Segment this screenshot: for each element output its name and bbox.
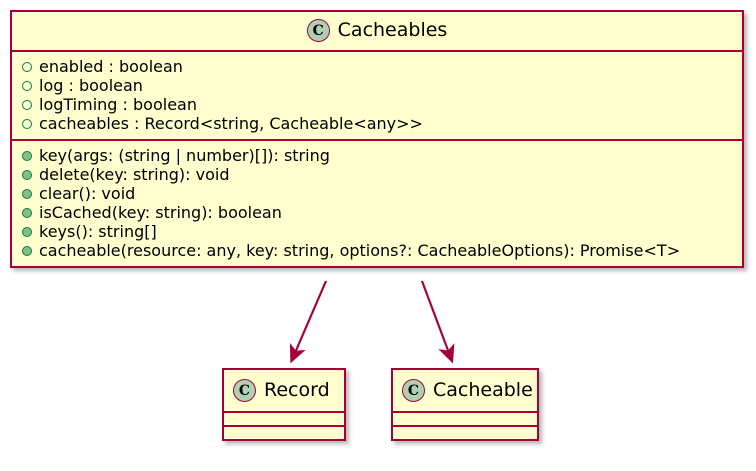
filled-circle-icon [22, 169, 32, 180]
methods-compartment-cacheables: key(args: (string | number)[]): string d… [12, 141, 742, 266]
methods-compartment-cacheable [393, 427, 537, 439]
method-row[interactable]: cacheable(resource: any, key: string, op… [12, 241, 742, 260]
methods-compartment-record [224, 427, 344, 439]
attribute-row[interactable]: logTiming : boolean [12, 95, 742, 114]
class-badge-icon: C [306, 19, 330, 42]
attributes-compartment-cacheable [393, 413, 537, 425]
method-label: cacheable(resource: any, key: string, op… [39, 241, 681, 260]
filled-circle-icon [22, 150, 32, 161]
method-label: clear(): void [39, 184, 136, 203]
compartment-divider [224, 425, 344, 427]
method-row[interactable]: clear(): void [12, 184, 742, 203]
filled-circle-icon [22, 245, 32, 256]
attribute-label: cacheables : Record<string, Cacheable<an… [39, 114, 423, 133]
class-header-cacheables: C Cacheables [12, 12, 742, 50]
class-box-record[interactable]: C Record [222, 368, 346, 441]
filled-circle-icon [22, 226, 32, 237]
class-box-cacheables[interactable]: C Cacheables enabled : boolean log : boo… [10, 10, 744, 268]
open-circle-icon [22, 80, 32, 91]
class-name-cacheable: Cacheable [433, 379, 533, 401]
open-circle-icon [22, 118, 32, 129]
attributes-compartment-cacheables: enabled : boolean log : boolean logTimin… [12, 52, 742, 139]
class-name-record: Record [264, 379, 330, 401]
attribute-row[interactable]: log : boolean [12, 76, 742, 95]
filled-circle-icon [22, 207, 32, 218]
compartment-divider [12, 50, 742, 52]
attribute-row[interactable]: cacheables : Record<string, Cacheable<an… [12, 114, 742, 133]
class-box-cacheable[interactable]: C Cacheable [391, 368, 539, 441]
compartment-divider [393, 425, 537, 427]
filled-circle-icon [22, 188, 32, 199]
class-header-cacheable: C Cacheable [393, 370, 537, 411]
method-row[interactable]: keys(): string[] [12, 222, 742, 241]
class-badge-letter: C [238, 382, 251, 399]
method-row[interactable]: key(args: (string | number)[]): string [12, 146, 742, 165]
attribute-row[interactable]: enabled : boolean [12, 57, 742, 76]
method-label: key(args: (string | number)[]): string [39, 146, 330, 165]
compartment-divider [12, 139, 742, 141]
compartment-divider [224, 411, 344, 413]
compartment-divider [393, 411, 537, 413]
class-badge-letter: C [407, 382, 420, 399]
arrow-cacheables-to-record [289, 280, 328, 364]
class-header-record: C Record [224, 370, 344, 411]
attributes-compartment-record [224, 413, 344, 425]
class-badge-icon: C [233, 379, 256, 402]
class-badge-icon: C [402, 379, 425, 402]
method-label: delete(key: string): void [39, 165, 230, 184]
class-name-cacheables: Cacheables [337, 19, 448, 41]
attribute-label: log : boolean [39, 76, 143, 95]
method-label: keys(): string[] [39, 222, 157, 241]
method-row[interactable]: delete(key: string): void [12, 165, 742, 184]
method-row[interactable]: isCached(key: string): boolean [12, 203, 742, 222]
method-label: isCached(key: string): boolean [39, 203, 282, 222]
attribute-label: enabled : boolean [39, 57, 183, 76]
class-badge-letter: C [312, 22, 324, 39]
arrow-cacheables-to-cacheable [420, 280, 455, 364]
open-circle-icon [22, 99, 32, 110]
attribute-label: logTiming : boolean [39, 95, 197, 114]
open-circle-icon [22, 61, 32, 72]
